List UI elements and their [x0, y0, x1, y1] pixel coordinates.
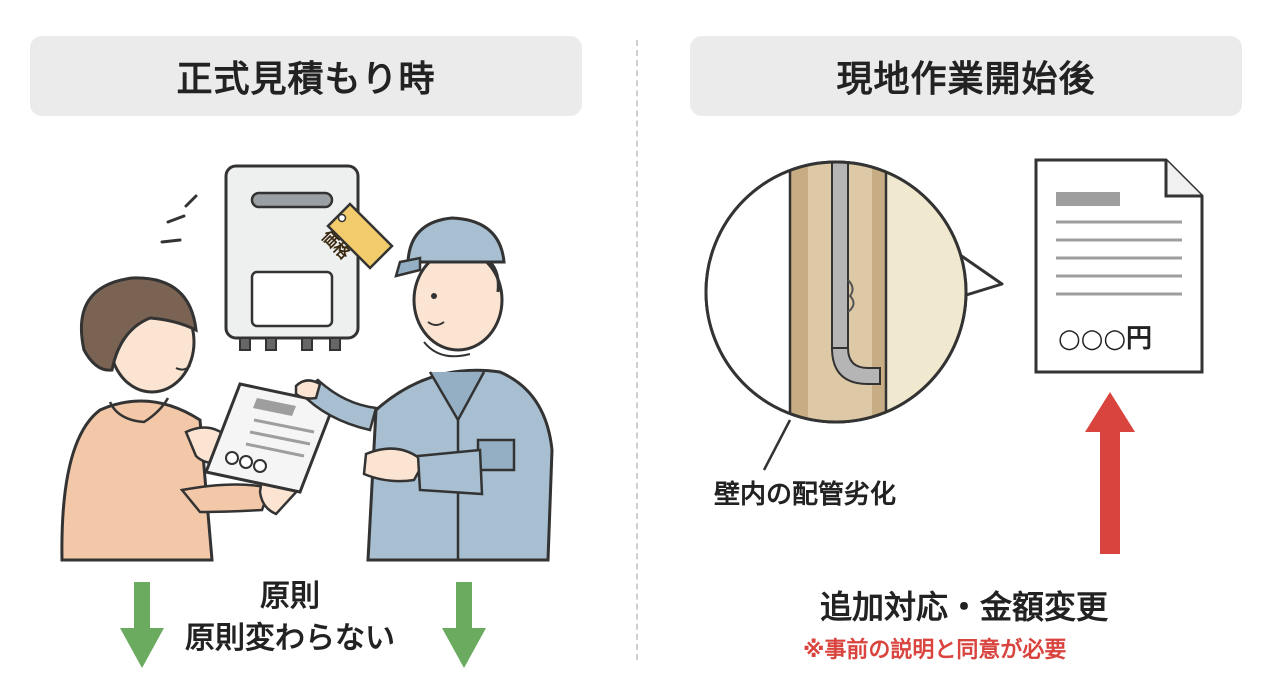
- wall-pipe-magnify-icon: [704, 160, 1004, 471]
- right-down-arrow-icon: [442, 582, 486, 668]
- emphasis-lines-icon: [160, 194, 198, 244]
- revised-document-icon: [1034, 158, 1204, 374]
- price-tag-icon: [326, 202, 394, 270]
- principle-line-2: 原則変わらない: [185, 621, 395, 656]
- consent-note: ※事前の説明と同意が必要: [803, 638, 1067, 663]
- panel-divider: [636, 40, 638, 660]
- worker-person-icon: [294, 216, 554, 562]
- left-down-arrow-icon: [120, 582, 164, 668]
- extra-work-label: 追加対応・金額変更: [820, 588, 1109, 626]
- right-panel-header: 現地作業開始後: [690, 36, 1242, 116]
- document-amount: ○○○円: [1058, 324, 1153, 354]
- principle-text: 原則 原則変わらない: [170, 576, 410, 660]
- wall-pipe-label: 壁内の配管劣化: [714, 480, 897, 510]
- left-panel-header: 正式見積もり時: [30, 36, 582, 116]
- customer-person-icon: [60, 276, 300, 562]
- principle-line-1: 原則: [260, 579, 320, 614]
- red-up-arrow-icon: [1085, 392, 1135, 554]
